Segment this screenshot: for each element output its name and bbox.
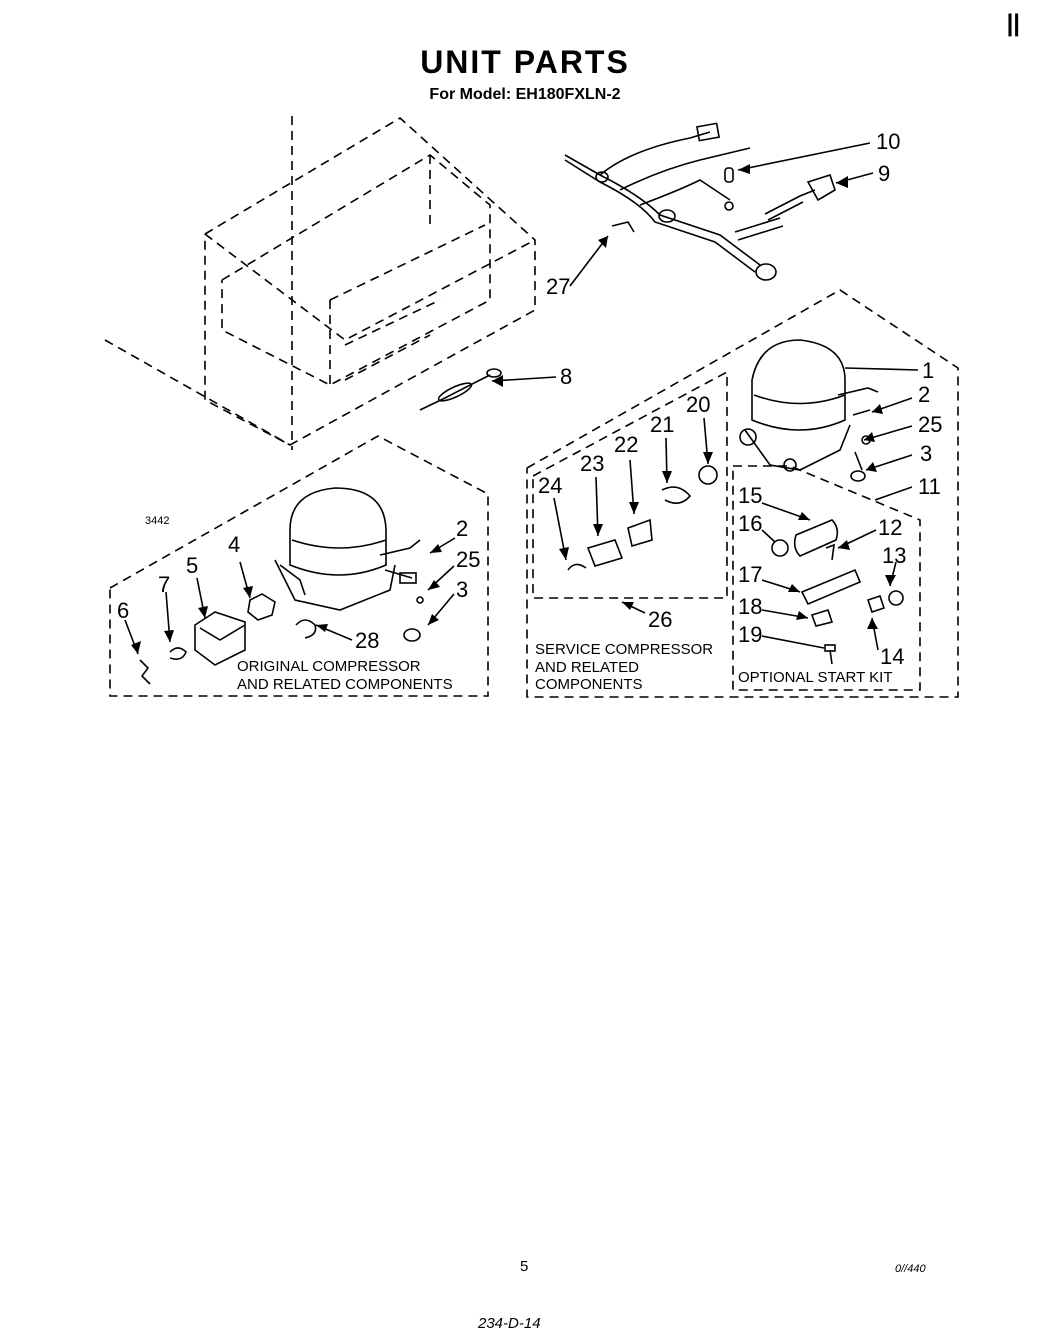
service-components-box <box>532 370 728 599</box>
callout-14: 14 <box>880 644 904 669</box>
callout-23: 23 <box>580 451 604 476</box>
callout-1: 1 <box>922 358 934 383</box>
callout-numbers: 10 9 27 8 1 2 25 3 11 15 16 12 13 17 18 … <box>117 129 942 669</box>
group-captions: ORIGINAL COMPRESSOR AND RELATED COMPONEN… <box>237 641 892 693</box>
wiring-harness <box>564 122 836 281</box>
service-caption-line2: AND RELATED <box>535 659 639 676</box>
arrowheads <box>131 164 896 654</box>
callout-2-original: 2 <box>456 516 468 541</box>
callout-4: 4 <box>228 532 240 557</box>
callout-10: 10 <box>876 129 900 154</box>
callout-6: 6 <box>117 598 129 623</box>
callout-8: 8 <box>560 364 572 389</box>
callout-5: 5 <box>186 553 198 578</box>
callout-18: 18 <box>738 594 762 619</box>
part-8-drier <box>419 368 502 411</box>
start-kit-parts <box>771 519 904 665</box>
service-compressor-outer-box <box>526 289 959 698</box>
callout-12: 12 <box>878 515 902 540</box>
callout-3-original: 3 <box>456 577 468 602</box>
callout-26: 26 <box>648 607 672 632</box>
original-caption-line2: AND RELATED COMPONENTS <box>237 676 453 693</box>
service-small-parts <box>567 465 718 571</box>
callout-28: 28 <box>355 628 379 653</box>
document-code: 0//440 <box>895 1263 926 1275</box>
model-subtitle: For Model: EH180FXLN-2 <box>429 86 621 103</box>
callout-22: 22 <box>614 432 638 457</box>
callout-13: 13 <box>882 543 906 568</box>
start-kit-caption: OPTIONAL START KIT <box>738 669 892 686</box>
callout-20: 20 <box>686 392 710 417</box>
original-compressor-drawing <box>139 487 424 685</box>
callout-25-original: 25 <box>456 547 480 572</box>
callout-7: 7 <box>158 572 170 597</box>
callout-3-service: 3 <box>920 441 932 466</box>
callout-25-service: 25 <box>918 412 942 437</box>
reference-code: 3442 <box>145 515 169 527</box>
callout-9: 9 <box>878 161 890 186</box>
callout-27: 27 <box>546 274 570 299</box>
page-title: UNIT PARTS <box>420 44 630 80</box>
callout-24: 24 <box>538 473 562 498</box>
handwritten-note: 234-D-14 <box>478 1315 541 1332</box>
cabinet-outline <box>104 116 536 450</box>
callout-17: 17 <box>738 562 762 587</box>
callout-16: 16 <box>738 511 762 536</box>
page-number: 5 <box>520 1258 529 1275</box>
callout-2-service: 2 <box>918 382 930 407</box>
service-caption-line1: SERVICE COMPRESSOR <box>535 641 713 658</box>
callout-19: 19 <box>738 622 762 647</box>
callout-11: 11 <box>918 474 941 499</box>
original-compressor-box <box>109 435 489 697</box>
callout-21: 21 <box>650 412 674 437</box>
service-caption-line3: COMPONENTS <box>535 676 643 693</box>
service-compressor-drawing <box>739 339 879 482</box>
callout-15: 15 <box>738 483 762 508</box>
corner-mark: || <box>1006 10 1020 37</box>
original-caption-line1: ORIGINAL COMPRESSOR <box>237 658 421 675</box>
leader-lines <box>124 142 919 655</box>
